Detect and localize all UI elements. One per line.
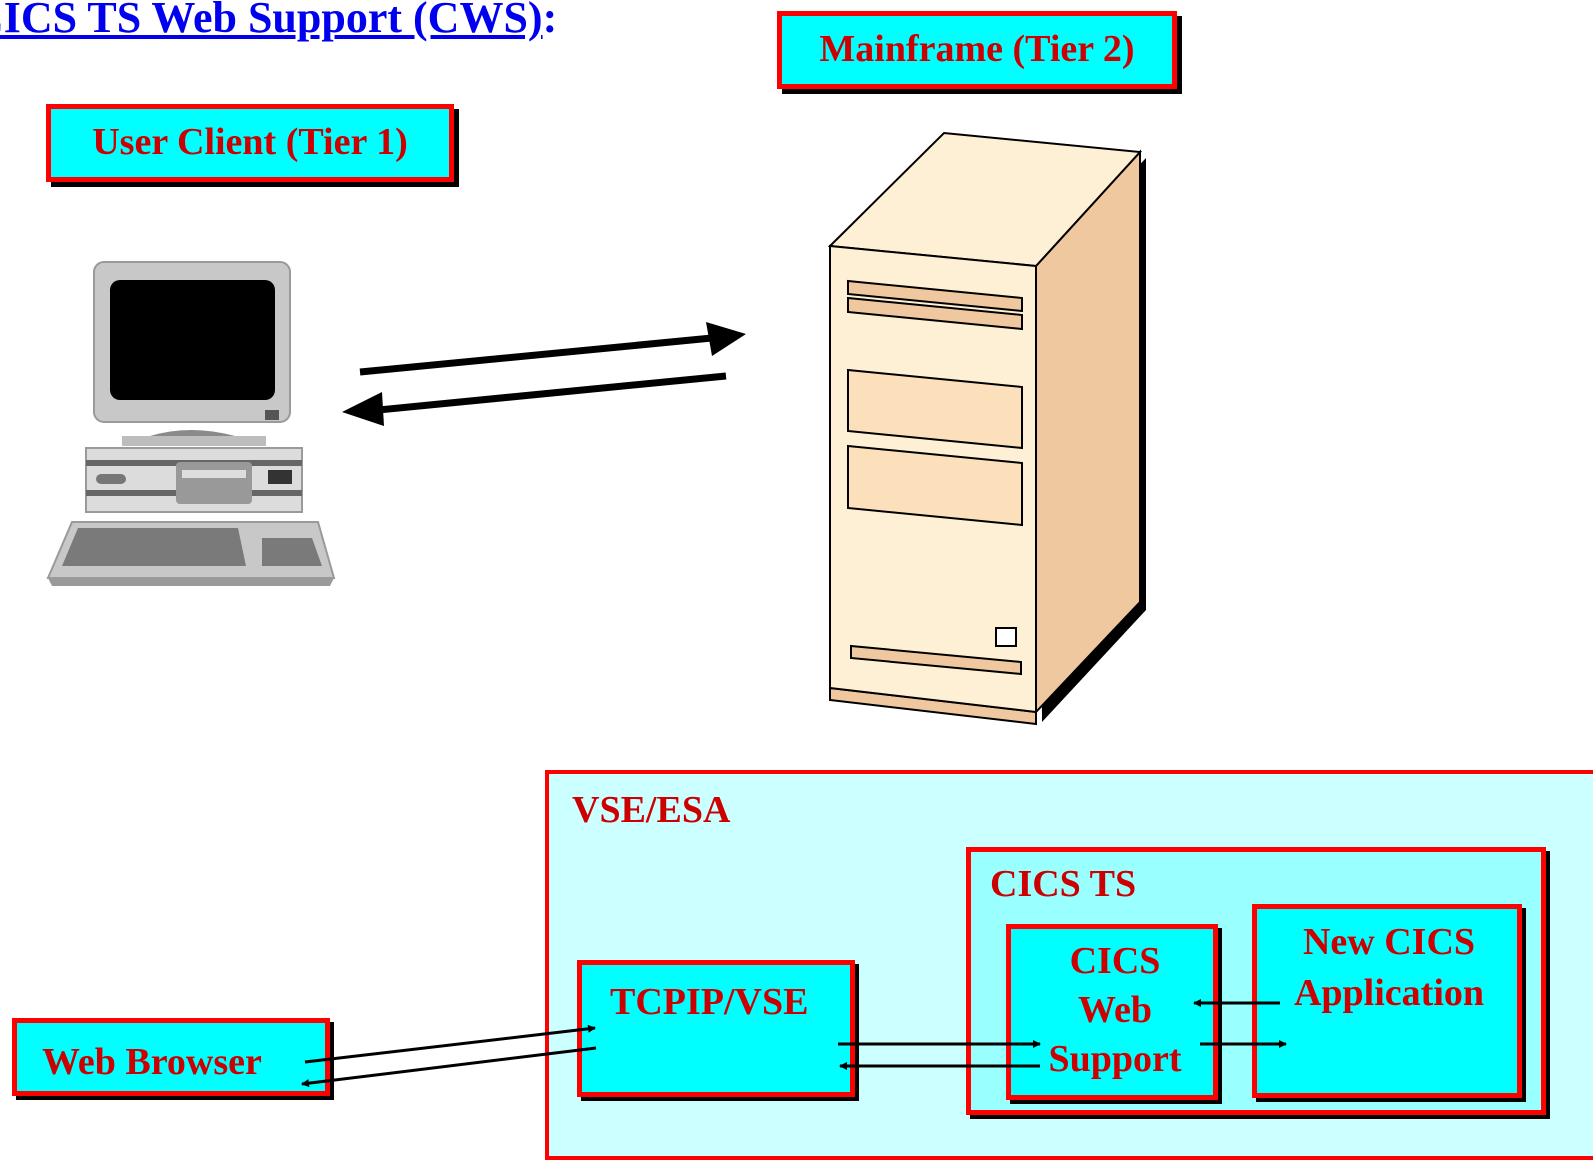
web-browser-box (12, 1018, 330, 1096)
cws-line-2: Web (1078, 989, 1152, 1031)
cics-web-support-label: CICS Web Support (1010, 937, 1220, 1084)
vse-esa-label: VSE/ESA (572, 789, 731, 831)
new-cics-application-box (1252, 904, 1522, 1098)
new-cics-application-label: New CICS Application (1258, 917, 1520, 1019)
client-tier-label: User Client (Tier 1) (46, 104, 454, 182)
web-browser-label: Web Browser (42, 1041, 262, 1083)
flow-arrows (301, 999, 1287, 1088)
title-colon: : (542, 0, 558, 42)
cws-line-1: CICS (1069, 940, 1161, 982)
tcpip-vse-box (577, 960, 855, 1097)
tower-server-icon (827, 131, 1146, 726)
page-title: CICS TS Web Support (CWS): (0, 0, 557, 43)
newapp-line-1: New CICS (1302, 921, 1476, 963)
tier-arrows (342, 322, 746, 426)
newapp-line-2: Application (1293, 972, 1485, 1014)
title-link[interactable]: CICS TS Web Support (CWS) (0, 0, 543, 42)
cics-ts-label: CICS TS (990, 863, 1137, 905)
tcpip-vse-label: TCPIP/VSE (610, 981, 809, 1023)
desktop-computer-icon (46, 261, 336, 586)
cics-web-support-box (1006, 924, 1218, 1100)
mainframe-tier-label: Mainframe (Tier 2) (777, 11, 1177, 89)
cws-line-3: Support (1048, 1038, 1182, 1080)
